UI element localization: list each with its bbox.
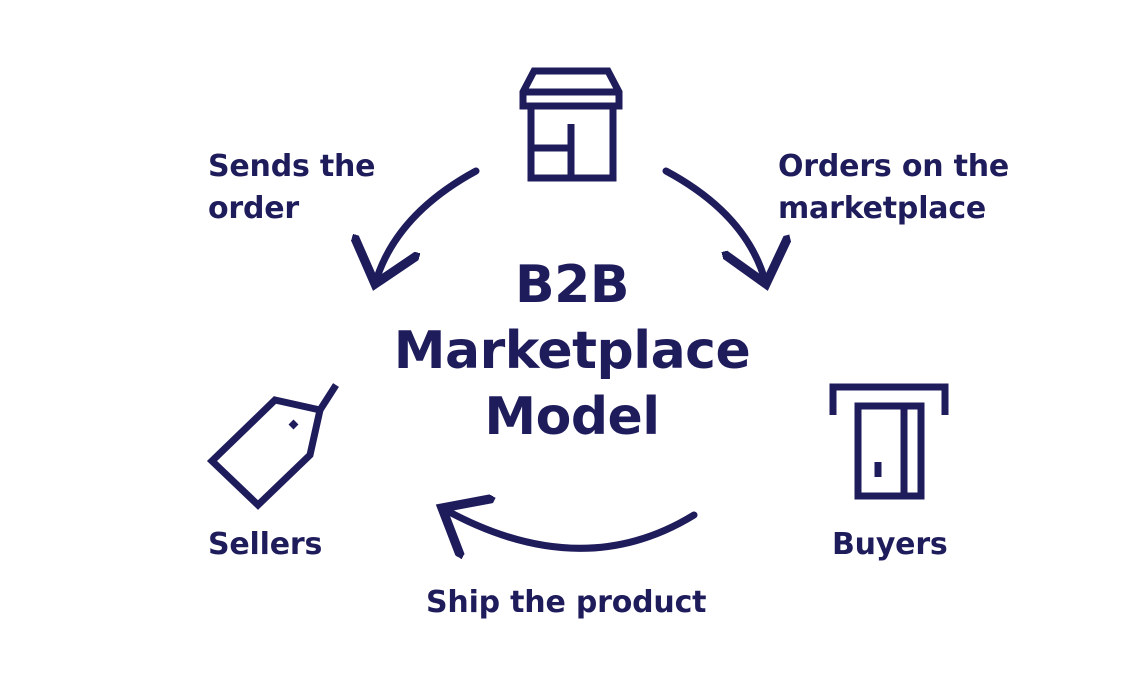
label-orders-marketplace: Orders on the marketplace	[778, 146, 1009, 230]
label-sends-order: Sends the order	[208, 146, 376, 230]
title-line-3: Model	[484, 387, 660, 447]
label-sends-line-2: order	[208, 191, 300, 226]
label-orders-line-1: Orders on the	[778, 149, 1010, 184]
title-line-2: Marketplace	[393, 321, 751, 381]
arrow-store-to-buyers	[662, 167, 766, 284]
diagram-title: B2B Marketplace Model	[372, 252, 772, 450]
label-sends-line-1: Sends the	[208, 149, 376, 184]
title-line-1: B2B	[515, 255, 629, 315]
arrow-ship-to-sellers	[442, 508, 698, 548]
card-terminal-icon	[828, 382, 950, 506]
arrow-store-to-sellers	[375, 167, 480, 284]
label-orders-line-2: marketplace	[778, 191, 987, 226]
label-buyers: Buyers	[832, 527, 948, 562]
label-sellers: Sellers	[208, 527, 323, 562]
label-ship-product: Ship the product	[426, 585, 707, 620]
price-tag-icon	[200, 375, 345, 519]
storefront-icon	[515, 66, 627, 188]
